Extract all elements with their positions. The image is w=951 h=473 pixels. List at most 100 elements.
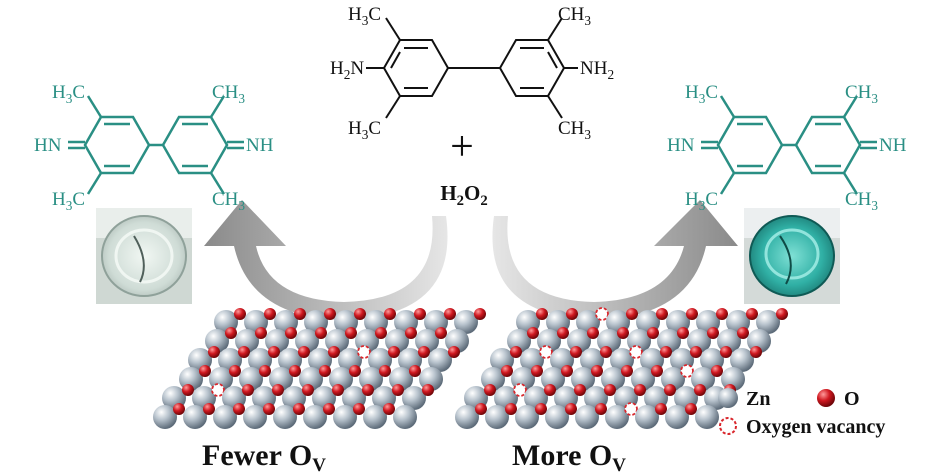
product-right-ch3-top-right: CH3 (845, 82, 878, 106)
legend-o-icon (817, 389, 835, 407)
plus-sign: + (450, 124, 474, 170)
o-atom (750, 346, 762, 358)
product-molecule-right (701, 95, 877, 195)
zn-atom (605, 405, 629, 429)
o-atom (664, 384, 676, 396)
o-atom (587, 327, 599, 339)
product-right-ch3-bottom-left: H3C (685, 189, 718, 213)
o-atom (621, 365, 633, 377)
zn-atom (402, 386, 426, 410)
o-atom (345, 327, 357, 339)
o-atom (173, 403, 185, 415)
o-atom (544, 384, 556, 396)
o-atom (474, 308, 486, 320)
o-atom (707, 327, 719, 339)
legend-zn-label: Zn (746, 388, 770, 410)
o-atom (557, 327, 569, 339)
o-atom (677, 327, 689, 339)
o-atom (255, 327, 267, 339)
curved-arrow-left-icon (204, 200, 448, 320)
o-atom (354, 308, 366, 320)
o-atom (264, 308, 276, 320)
o-atom (536, 308, 548, 320)
oxygen-vacancy (211, 383, 225, 397)
o-atom (233, 403, 245, 415)
reagent-ch3-top-right: CH3 (558, 4, 591, 28)
o-atom (242, 384, 254, 396)
zn-atom (428, 348, 452, 372)
o-atom (561, 365, 573, 377)
zn-atom (575, 405, 599, 429)
o-atom (716, 308, 728, 320)
o-atom (647, 327, 659, 339)
reagent-ch3-top-left: H3C (348, 4, 381, 28)
zn-atom (665, 405, 689, 429)
zn-atom (183, 405, 207, 429)
o-atom (229, 365, 241, 377)
o-atom (617, 327, 629, 339)
legend: Zn O Oxygen vacancy (718, 388, 885, 438)
zn-atom (756, 310, 780, 334)
o-atom (651, 365, 663, 377)
o-atom (527, 327, 539, 339)
o-atom (324, 308, 336, 320)
o-atom (208, 346, 220, 358)
o-atom (294, 308, 306, 320)
oxygen-vacancy (629, 345, 643, 359)
reagent-labels: H3C CH3 H2N NH2 H3C CH3 (330, 4, 614, 142)
o-atom (694, 384, 706, 396)
product-right-imine-right: NH (879, 135, 907, 156)
curved-arrow-right-icon (492, 200, 738, 320)
o-atom (448, 346, 460, 358)
o-atom (315, 327, 327, 339)
surface-label-more: More OV (512, 439, 626, 473)
o-atom (268, 346, 280, 358)
o-atom (591, 365, 603, 377)
zn-atom (455, 405, 479, 429)
zn-atom (213, 405, 237, 429)
oxygen-vacancy (357, 345, 371, 359)
product-molecule-left (68, 95, 244, 195)
o-atom (293, 403, 305, 415)
o-atom (475, 403, 487, 415)
zn-atom (273, 405, 297, 429)
zn-atom (393, 405, 417, 429)
o-atom (565, 403, 577, 415)
o-atom (298, 346, 310, 358)
o-atom (435, 327, 447, 339)
o-atom (422, 384, 434, 396)
o-atom (574, 384, 586, 396)
o-atom (375, 327, 387, 339)
zn-atom (730, 348, 754, 372)
o-atom (501, 365, 513, 377)
o-atom (656, 308, 668, 320)
o-atom (289, 365, 301, 377)
o-atom (600, 346, 612, 358)
oxygen-vacancy (595, 307, 609, 321)
zn-atom (303, 405, 327, 429)
product-right-ch3-top-left: H3C (685, 82, 718, 106)
o-atom (405, 327, 417, 339)
o-atom (711, 365, 723, 377)
reagent-amine-left: H2N (330, 58, 364, 82)
oxygen-vacancy (513, 383, 527, 397)
product-ch3-top-left: H3C (52, 82, 85, 106)
oxygen-vacancy (539, 345, 553, 359)
reagent-ch3-bottom-left: H3C (348, 118, 381, 142)
o-atom (418, 346, 430, 358)
o-atom (535, 403, 547, 415)
o-atom (225, 327, 237, 339)
o-atom (685, 403, 697, 415)
legend-vacancy-label: Oxygen vacancy (746, 416, 885, 438)
o-atom (263, 403, 275, 415)
oxygen-vacancy (624, 402, 638, 416)
o-atom (746, 308, 758, 320)
o-atom (392, 384, 404, 396)
zn-atom (454, 310, 478, 334)
o-atom (414, 308, 426, 320)
o-atom (660, 346, 672, 358)
o-atom (272, 384, 284, 396)
zn-atom (695, 405, 719, 429)
o-atom (634, 384, 646, 396)
o-atom (690, 346, 702, 358)
